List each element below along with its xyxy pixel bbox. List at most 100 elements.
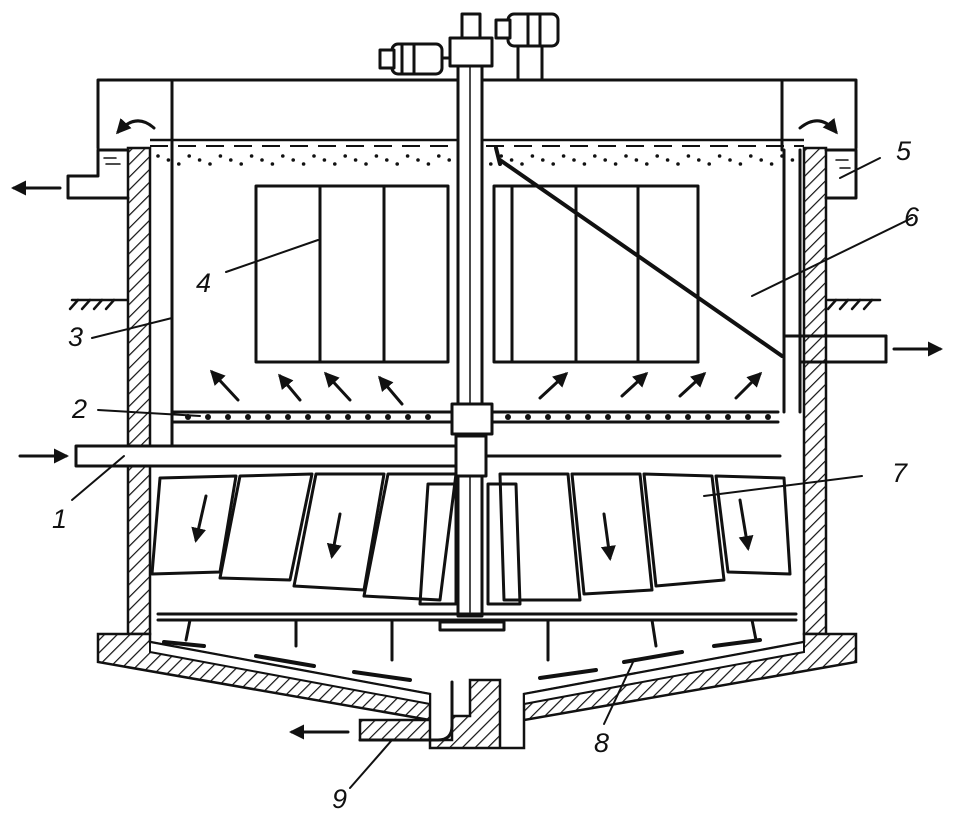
froth-bubble — [395, 162, 400, 166]
aerator-hole — [645, 414, 651, 420]
froth-bubble — [322, 158, 327, 162]
froth-bubble — [759, 158, 763, 162]
froth-bubble — [728, 158, 732, 162]
label-7: 7 — [892, 458, 908, 488]
aerator-hole — [385, 414, 391, 420]
froth-bubble — [541, 158, 545, 162]
foam-trough-left — [66, 148, 130, 200]
froth-bubble — [530, 154, 535, 158]
froth-bubble — [697, 158, 701, 162]
label-2: 2 — [71, 394, 87, 424]
aerator-hole — [665, 414, 671, 420]
aerator-hole — [605, 414, 611, 420]
froth-bubble — [301, 162, 306, 166]
central-shaft — [456, 58, 484, 618]
aerator-hole — [305, 414, 311, 420]
tank-wall-left — [126, 146, 152, 636]
aerator-hole — [405, 414, 411, 420]
upward-flow-arrows — [209, 369, 763, 406]
label-8: 8 — [594, 728, 609, 758]
froth-bubble — [717, 154, 722, 158]
froth-bubble — [374, 154, 379, 158]
froth-bubble — [197, 158, 202, 162]
froth-bubble — [520, 162, 524, 166]
feed-pipe — [18, 328, 782, 478]
froth-bubble — [665, 158, 670, 162]
label-6: 6 — [904, 202, 920, 232]
downward-flow-arrows — [191, 494, 754, 561]
froth-bubble — [738, 162, 743, 166]
aerator-hole — [225, 414, 231, 420]
aerator-hole — [505, 414, 511, 420]
froth-bubble — [187, 154, 191, 158]
label-4: 4 — [196, 268, 211, 298]
froth-bubble — [437, 154, 441, 158]
froth-bubble — [582, 162, 587, 166]
froth-bubble — [208, 162, 212, 166]
aerator-hole — [365, 414, 371, 420]
froth-bubble — [707, 162, 711, 166]
froth-bubble — [686, 154, 691, 158]
froth-bubble — [489, 162, 493, 166]
rake-assembly — [156, 612, 798, 682]
froth-bubble — [749, 154, 753, 158]
froth-bubble — [260, 158, 264, 162]
froth-bubble — [364, 162, 368, 166]
froth-bubble — [624, 154, 628, 158]
label-3: 3 — [68, 322, 83, 352]
froth-bubble — [572, 158, 576, 162]
froth-bubble — [509, 158, 514, 162]
froth-bubble — [385, 158, 389, 162]
aerator-hole — [705, 414, 711, 420]
lower-stator-blades — [150, 472, 792, 606]
aerator-hole — [205, 414, 211, 420]
froth-bubble — [790, 158, 795, 162]
froth-bubble — [229, 158, 233, 162]
froth-bubble — [405, 154, 410, 158]
aerator-hole — [685, 414, 691, 420]
upper-rotor-blades — [254, 184, 700, 364]
drive-motors — [378, 12, 560, 82]
froth-bubble — [499, 154, 504, 158]
ground-lines — [68, 298, 882, 311]
leader-lines — [71, 157, 913, 789]
aerator-hole — [245, 414, 251, 420]
skimmer-rod — [494, 146, 784, 358]
froth-bubble — [447, 158, 452, 162]
froth-bubble — [561, 154, 566, 158]
aerator-hole — [265, 414, 271, 420]
aerator-hole — [425, 414, 431, 420]
aerator-hole — [285, 414, 291, 420]
aerator-hole — [325, 414, 331, 420]
froth-bubble — [291, 158, 296, 162]
froth-bubble — [645, 162, 649, 166]
froth-bubble — [353, 158, 358, 162]
froth-bubble — [551, 162, 555, 166]
aerator-hole — [525, 414, 531, 420]
aerator-hole — [545, 414, 551, 420]
froth-bubble — [156, 154, 160, 158]
aerator-hole — [745, 414, 751, 420]
aerator-hole — [345, 414, 351, 420]
aerator-hole — [725, 414, 731, 420]
outlet-pipe — [782, 148, 943, 414]
foam-trough-right — [824, 148, 858, 200]
label-1: 1 — [52, 504, 67, 534]
froth-bubble — [603, 158, 607, 162]
label-5: 5 — [896, 136, 912, 166]
froth-bubble — [218, 154, 223, 158]
aerator-hole — [585, 414, 591, 420]
label-9: 9 — [332, 784, 347, 814]
froth-bubble — [676, 162, 680, 166]
froth-bubble — [634, 158, 639, 162]
froth-bubble — [270, 162, 275, 166]
tank-wall-right — [802, 146, 828, 636]
froth-bubble — [166, 158, 171, 162]
froth-bubble — [312, 154, 316, 158]
froth-bubble — [239, 162, 243, 166]
froth-bubble — [249, 154, 254, 158]
froth-bubble — [426, 162, 431, 166]
aerator-hole — [765, 414, 771, 420]
froth-bubble — [177, 162, 181, 166]
